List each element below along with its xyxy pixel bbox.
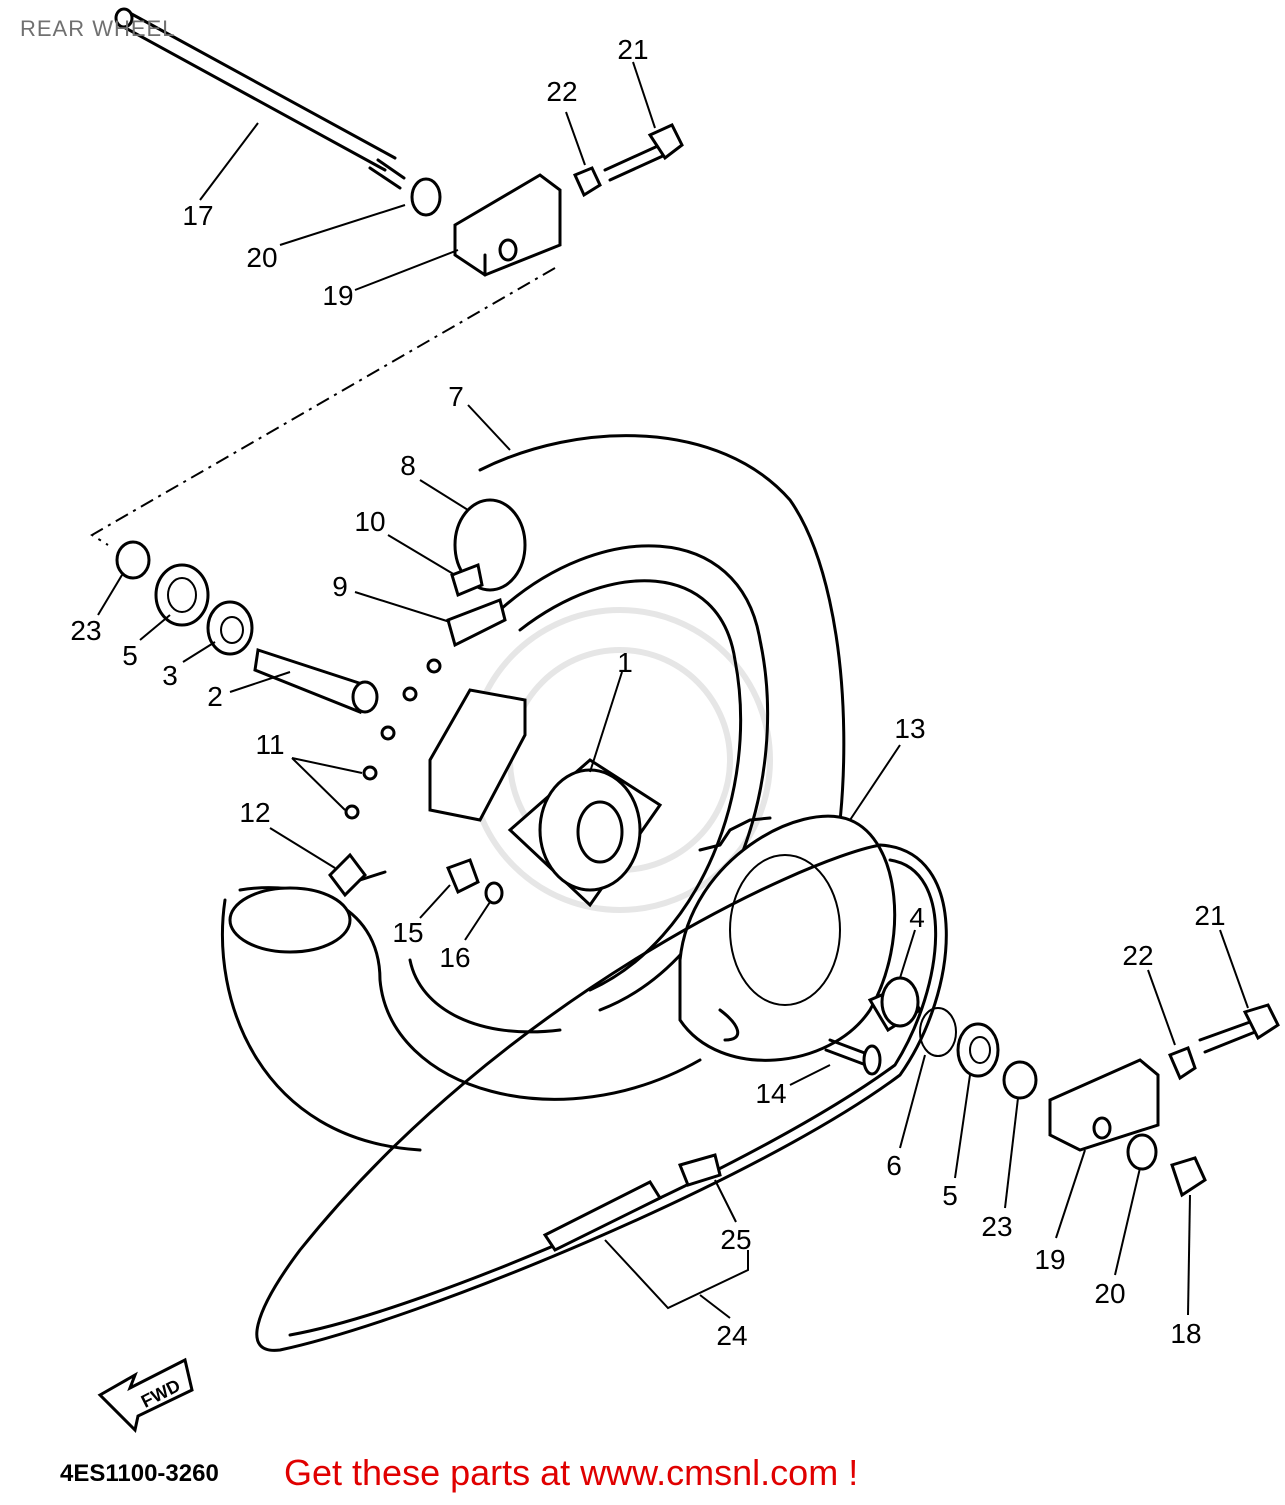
bearing-part-3 <box>206 600 254 656</box>
callout-21: 21 <box>617 34 649 65</box>
callout-12: 12 <box>239 797 271 828</box>
chain-joint-part-25 <box>677 1153 722 1187</box>
bearing-part-5-left <box>154 563 210 627</box>
page-title: REAR WHEEL <box>20 16 176 41</box>
dash-guide-top <box>90 267 556 546</box>
callout-17: 17 <box>182 200 214 231</box>
callout-14: 14 <box>755 1078 787 1109</box>
washer-part-20-top <box>410 177 442 217</box>
callout-23: 23 <box>70 615 102 646</box>
nut-part-22-right <box>1168 1046 1197 1081</box>
bolt-part-21-right <box>1198 1003 1280 1054</box>
callout-18: 18 <box>1170 1318 1202 1349</box>
valve-cap-part-12 <box>328 852 387 898</box>
sprocket-part-13 <box>678 814 897 1062</box>
callout-8: 8 <box>400 450 416 481</box>
nut-part-22-top <box>572 166 602 198</box>
spacer-part-23-right <box>1002 1060 1038 1100</box>
callout-4: 4 <box>909 902 925 933</box>
rim-band-part-9 <box>446 597 507 648</box>
spacer-part-23-left <box>115 540 151 580</box>
callout-5: 5 <box>122 640 138 671</box>
drive-chain-part-24 <box>255 843 948 1352</box>
callout-10: 10 <box>354 506 386 537</box>
callout-24: 24 <box>716 1320 748 1351</box>
hub-part-1 <box>428 688 663 908</box>
callout-13: 13 <box>894 713 926 744</box>
callout-20-right: 20 <box>1094 1278 1126 1309</box>
washer-part-16 <box>484 881 504 905</box>
bolt-part-21-top <box>603 123 684 182</box>
nut-part-18 <box>1170 1156 1207 1198</box>
callout-23-right: 23 <box>981 1211 1013 1242</box>
callout-7: 7 <box>448 381 464 412</box>
callout-22-right: 22 <box>1122 940 1154 971</box>
leader-lines <box>97 61 1249 1319</box>
callout-19: 19 <box>322 280 354 311</box>
chain-links <box>542 1180 663 1252</box>
callout-25: 25 <box>720 1224 752 1255</box>
callout-16: 16 <box>439 942 471 973</box>
circlip-part-6 <box>919 1007 957 1057</box>
axle-part-17 <box>114 7 406 190</box>
bearing-part-5-right <box>956 1022 1000 1078</box>
tube-left-part <box>228 886 352 954</box>
fwd-arrow-icon: FWD <box>97 1357 194 1434</box>
chain-adjuster-part-19-top <box>453 173 562 277</box>
callout-9: 9 <box>332 571 348 602</box>
callout-5-right: 5 <box>942 1180 958 1211</box>
callout-15: 15 <box>392 917 424 948</box>
callout-11: 11 <box>255 729 285 760</box>
diagram-part-code: 4ES1100-3260 <box>60 1460 219 1487</box>
collar-part-2 <box>253 648 379 715</box>
spacer-part-4 <box>867 976 923 1033</box>
callout-2: 2 <box>207 681 223 712</box>
chain-adjuster-part-19-right <box>1048 1058 1160 1152</box>
callout-20: 20 <box>246 242 278 273</box>
nut-part-15 <box>446 858 480 895</box>
promo-link[interactable]: Get these parts at www.cmsnl.com ! <box>284 1452 859 1493</box>
callout-19-right: 19 <box>1034 1244 1066 1275</box>
hub-bolts-part-11 <box>344 658 442 820</box>
callout-22: 22 <box>546 76 578 107</box>
valve-part-10 <box>450 562 484 598</box>
washer-part-20-right <box>1126 1133 1158 1171</box>
bolt-part-14 <box>824 1038 882 1076</box>
callout-3: 3 <box>162 660 178 691</box>
callout-6: 6 <box>886 1150 902 1181</box>
callout-21-right: 21 <box>1194 900 1226 931</box>
callout-1: 1 <box>617 647 633 678</box>
